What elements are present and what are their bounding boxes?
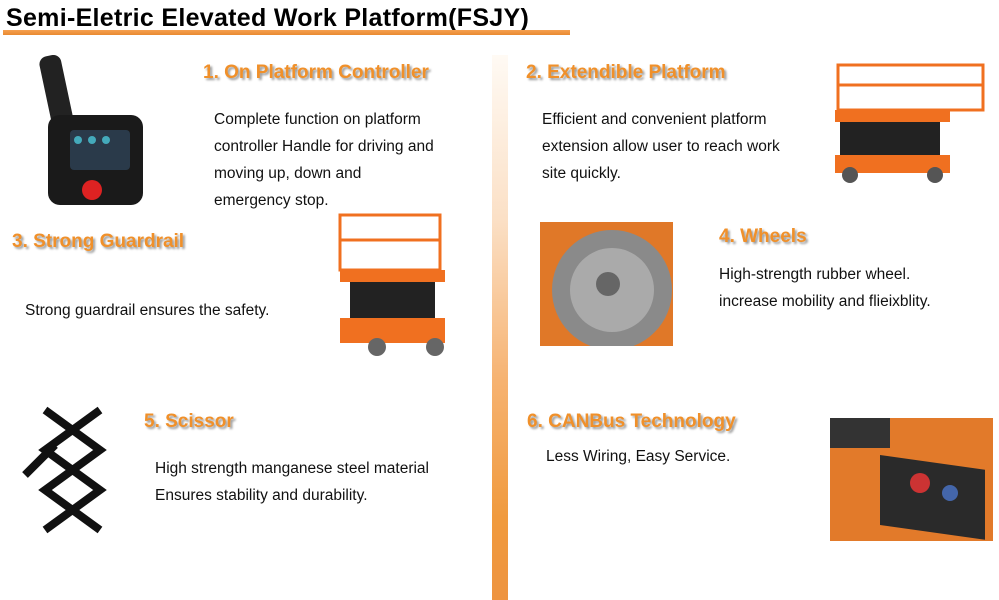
feature-heading: 6. CANBus Technology: [527, 411, 736, 432]
feature-heading: 4. Wheels: [719, 226, 807, 247]
canbus-image: [830, 418, 993, 541]
wheel-image: [540, 222, 673, 346]
extendible-platform-image: [835, 63, 985, 183]
platform-controller-image: [39, 55, 143, 205]
center-divider: [492, 55, 508, 600]
feature-heading: 2. Extendible Platform: [526, 62, 726, 83]
feature-description: Strong guardrail ensures the safety.: [25, 302, 270, 319]
feature-description: High-strength rubber wheel.increase mobi…: [719, 266, 931, 310]
feature-heading: 5. Scissor: [144, 411, 234, 432]
scissor-image: [22, 406, 107, 534]
feature-heading: 1. On Platform Controller: [203, 62, 429, 83]
title-underline: [3, 30, 570, 35]
feature-description: Less Wiring, Easy Service.: [546, 448, 731, 465]
guardrail-image: [338, 213, 445, 356]
page-title: Semi-Eletric Elevated Work Platform(FSJY…: [6, 4, 530, 32]
feature-heading: 3. Strong Guardrail: [12, 231, 185, 252]
